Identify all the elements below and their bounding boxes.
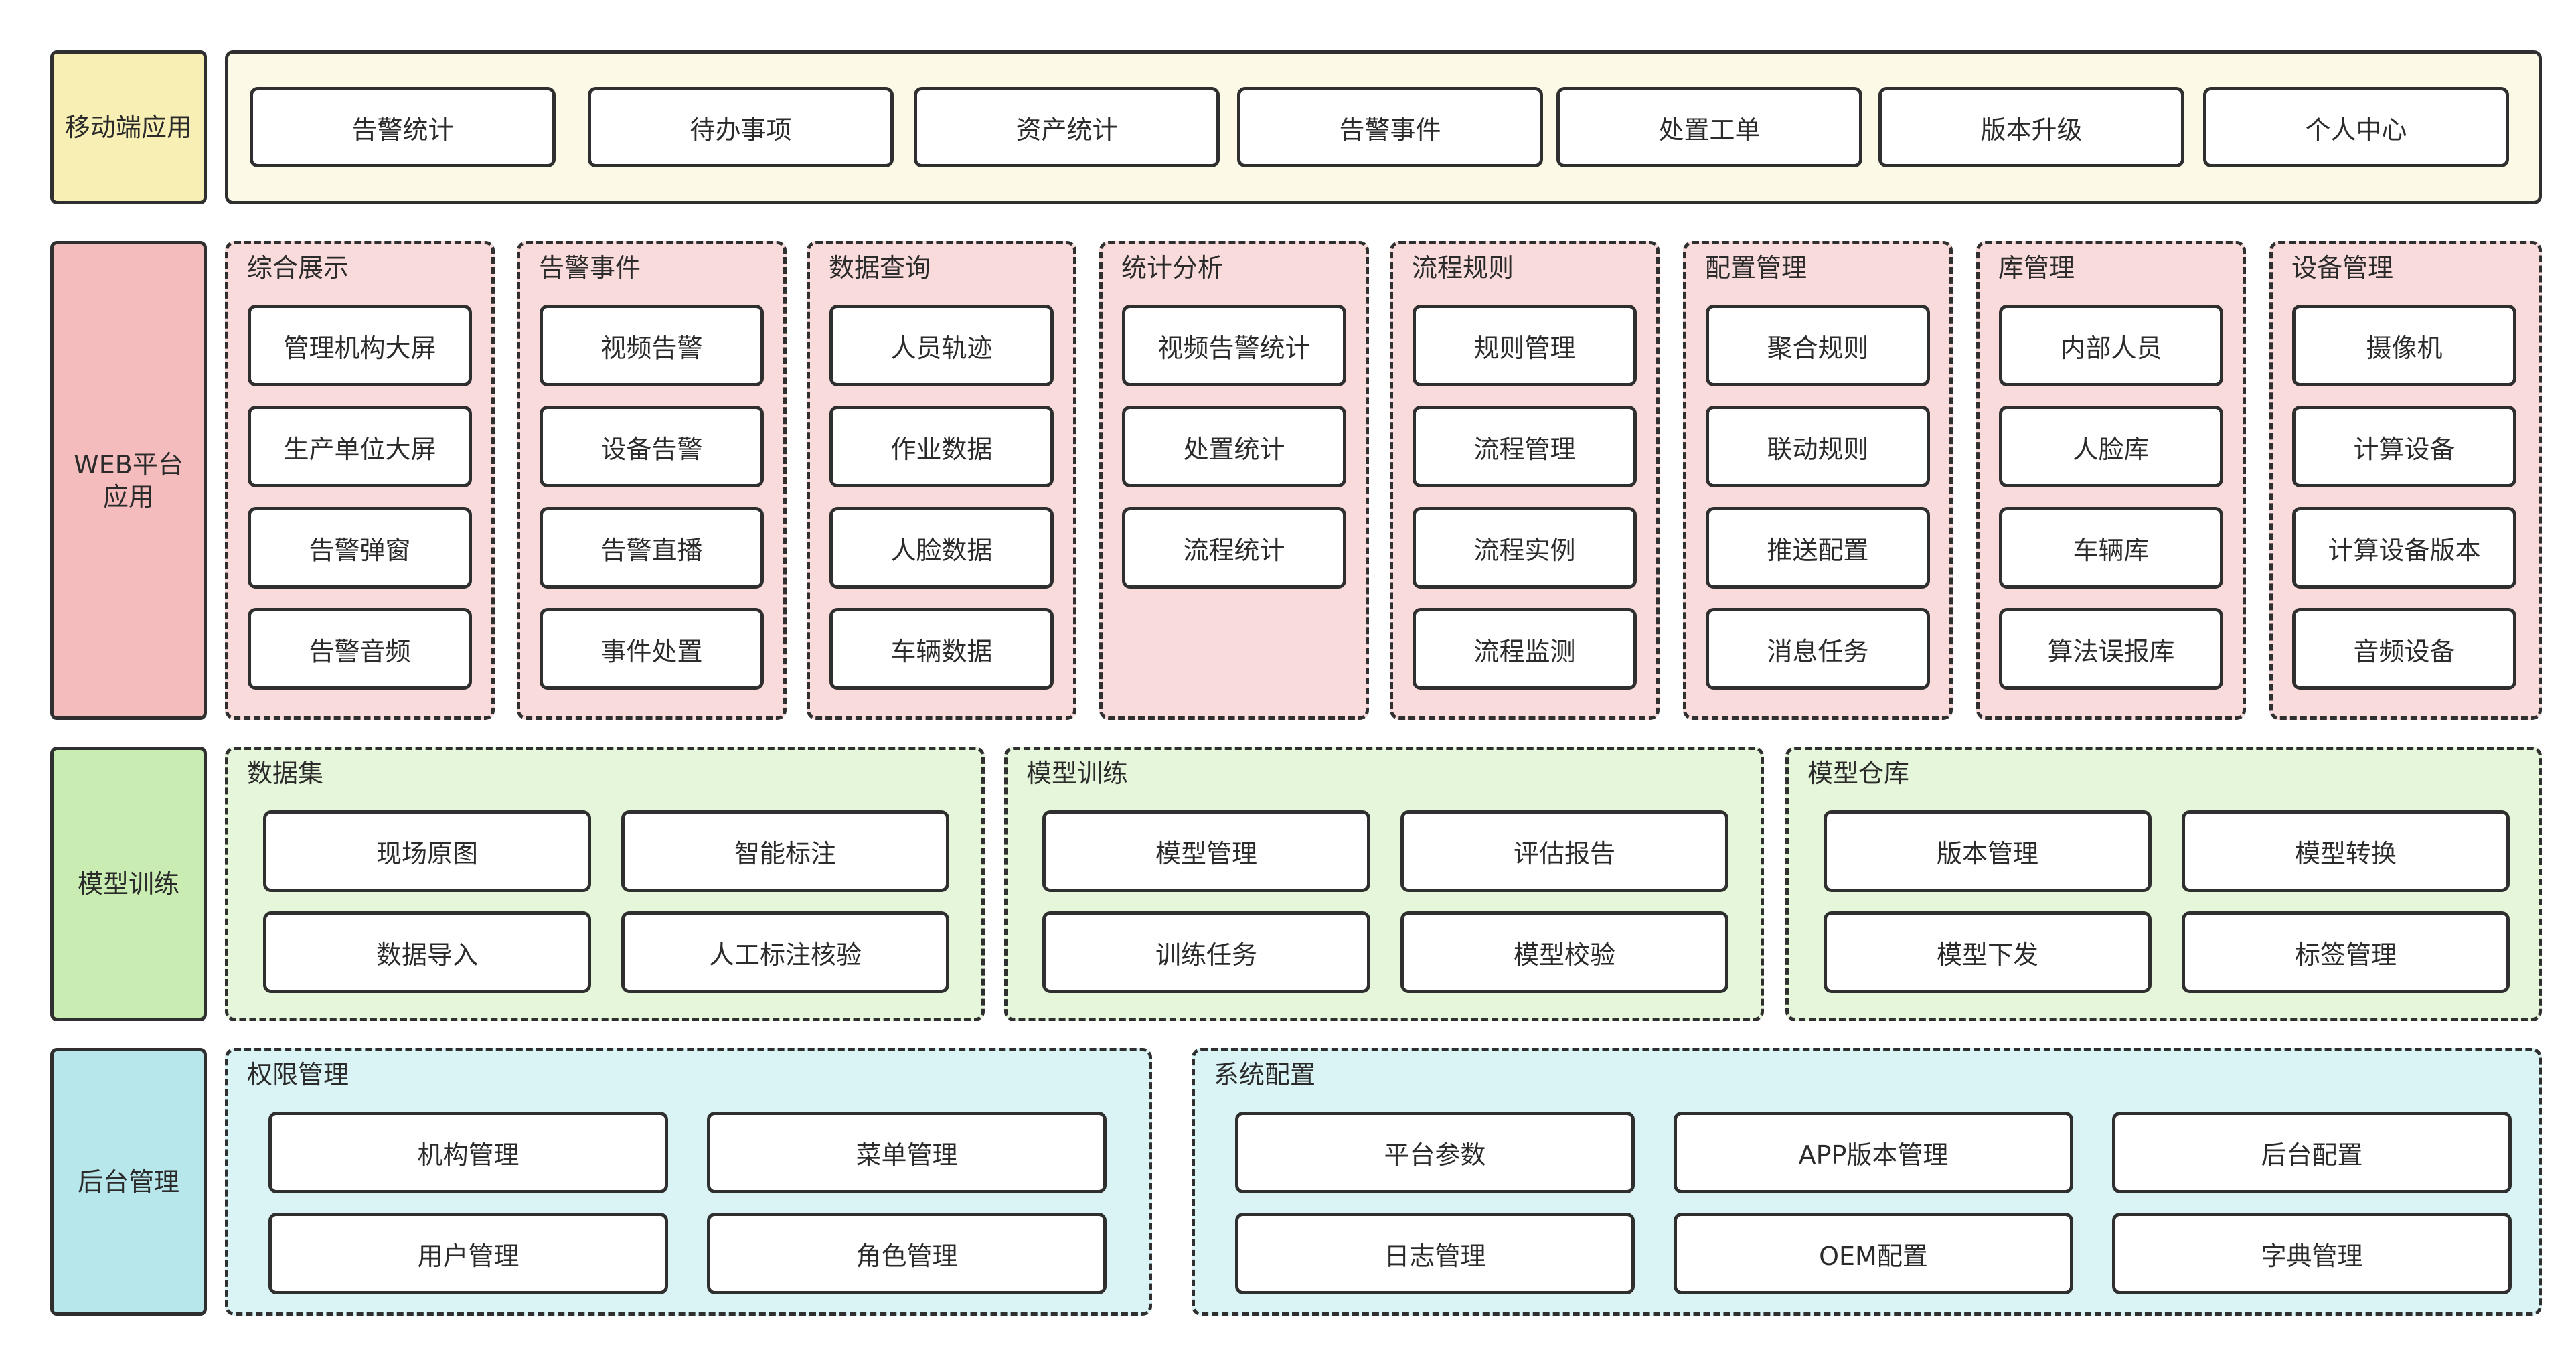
mobile-item: 个人中心 (2203, 87, 2509, 167)
web-item: 视频告警 (540, 305, 764, 386)
group-title: 设备管理 (2291, 253, 2394, 283)
web-item: 管理机构大屏 (248, 305, 472, 386)
web-item: 摄像机 (2292, 305, 2516, 386)
web-item: 流程管理 (1413, 406, 1637, 487)
web-item: 音频设备 (2292, 608, 2516, 690)
web-item: 推送配置 (1706, 507, 1930, 589)
train-item: 训练任务 (1042, 911, 1370, 993)
train-item: 模型转换 (2182, 810, 2510, 892)
web-item: 处置统计 (1122, 406, 1346, 487)
web-item: 规则管理 (1413, 305, 1637, 386)
group-title: 权限管理 (247, 1060, 349, 1089)
layer-label-train: 模型训练 (50, 747, 207, 1021)
web-item: 内部人员 (1999, 305, 2223, 386)
train-item: 版本管理 (1824, 810, 2152, 892)
admin-item: OEM配置 (1674, 1213, 2073, 1294)
web-item: 计算设备版本 (2292, 507, 2516, 589)
admin-item: 后台配置 (2112, 1112, 2512, 1193)
admin-item: 机构管理 (268, 1112, 668, 1193)
train-item: 模型管理 (1042, 810, 1370, 892)
web-item: 车辆库 (1999, 507, 2223, 589)
train-item: 现场原图 (263, 810, 591, 892)
group-title: 数据集 (247, 759, 324, 788)
web-item: 告警直播 (540, 507, 764, 589)
web-item: 告警弹窗 (248, 507, 472, 589)
web-item: 联动规则 (1706, 406, 1930, 487)
web-item: 算法误报库 (1999, 608, 2223, 690)
group-title: 流程规则 (1412, 253, 1514, 283)
admin-item: 菜单管理 (707, 1112, 1107, 1193)
mobile-item: 告警统计 (250, 87, 556, 167)
admin-item: APP版本管理 (1674, 1112, 2073, 1193)
mobile-item: 资产统计 (914, 87, 1220, 167)
web-item: 流程监测 (1413, 608, 1637, 690)
layer-label-admin: 后台管理 (50, 1048, 207, 1316)
train-item: 标签管理 (2182, 911, 2510, 993)
group-title: 模型训练 (1026, 759, 1129, 788)
web-item: 告警音频 (248, 608, 472, 690)
mobile-item: 告警事件 (1237, 87, 1543, 167)
web-item: 计算设备 (2292, 406, 2516, 487)
train-item: 模型下发 (1824, 911, 2152, 993)
group-title: 模型仓库 (1807, 759, 1910, 788)
web-item: 聚合规则 (1706, 305, 1930, 386)
web-item: 消息任务 (1706, 608, 1930, 690)
web-item: 车辆数据 (829, 608, 1054, 690)
web-item: 设备告警 (540, 406, 764, 487)
group-title: 库管理 (1998, 253, 2075, 283)
group-title: 数据查询 (829, 253, 931, 283)
train-item: 人工标注核验 (621, 911, 949, 993)
train-item: 评估报告 (1400, 810, 1728, 892)
mobile-item: 处置工单 (1556, 87, 1862, 167)
train-item: 数据导入 (263, 911, 591, 993)
admin-item: 角色管理 (707, 1213, 1107, 1294)
admin-item: 平台参数 (1235, 1112, 1635, 1193)
web-item: 人脸库 (1999, 406, 2223, 487)
web-item: 事件处置 (540, 608, 764, 690)
web-item: 视频告警统计 (1122, 305, 1346, 386)
layer-label-web: WEB平台应用 (50, 241, 207, 720)
group-title: 综合展示 (247, 253, 349, 283)
group-title: 告警事件 (539, 253, 641, 283)
group-title: 统计分析 (1121, 253, 1224, 283)
web-item: 生产单位大屏 (248, 406, 472, 487)
admin-item: 字典管理 (2112, 1213, 2512, 1294)
web-item: 作业数据 (829, 406, 1054, 487)
admin-item: 日志管理 (1235, 1213, 1635, 1294)
admin-item: 用户管理 (268, 1213, 668, 1294)
train-item: 智能标注 (621, 810, 949, 892)
web-item: 人员轨迹 (829, 305, 1054, 386)
mobile-item: 待办事项 (588, 87, 894, 167)
web-item: 人脸数据 (829, 507, 1054, 589)
layer-label-mobile: 移动端应用 (50, 50, 207, 204)
mobile-item: 版本升级 (1878, 87, 2184, 167)
web-item: 流程实例 (1413, 507, 1637, 589)
web-item: 流程统计 (1122, 507, 1346, 589)
group-title: 配置管理 (1705, 253, 1807, 283)
train-item: 模型校验 (1400, 911, 1728, 993)
group-title: 系统配置 (1214, 1060, 1316, 1089)
